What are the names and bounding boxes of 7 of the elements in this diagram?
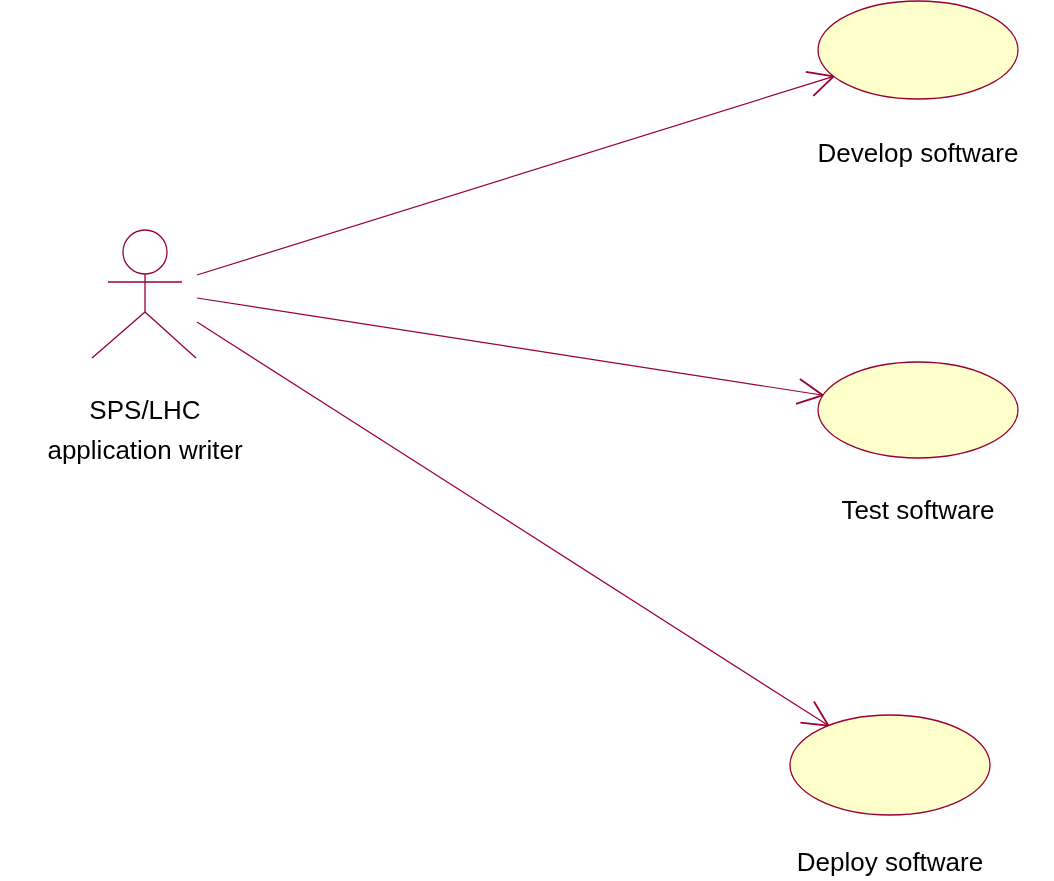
association-arrow xyxy=(196,70,835,276)
association-arrow xyxy=(196,321,830,727)
use-case-name: Develop software xyxy=(816,137,1020,170)
use-case-name: Test software xyxy=(840,494,996,527)
actor-name: SPS/LHC application writer xyxy=(46,394,244,467)
association-arrow xyxy=(196,297,824,405)
use-case-name: Deploy software xyxy=(795,846,985,879)
